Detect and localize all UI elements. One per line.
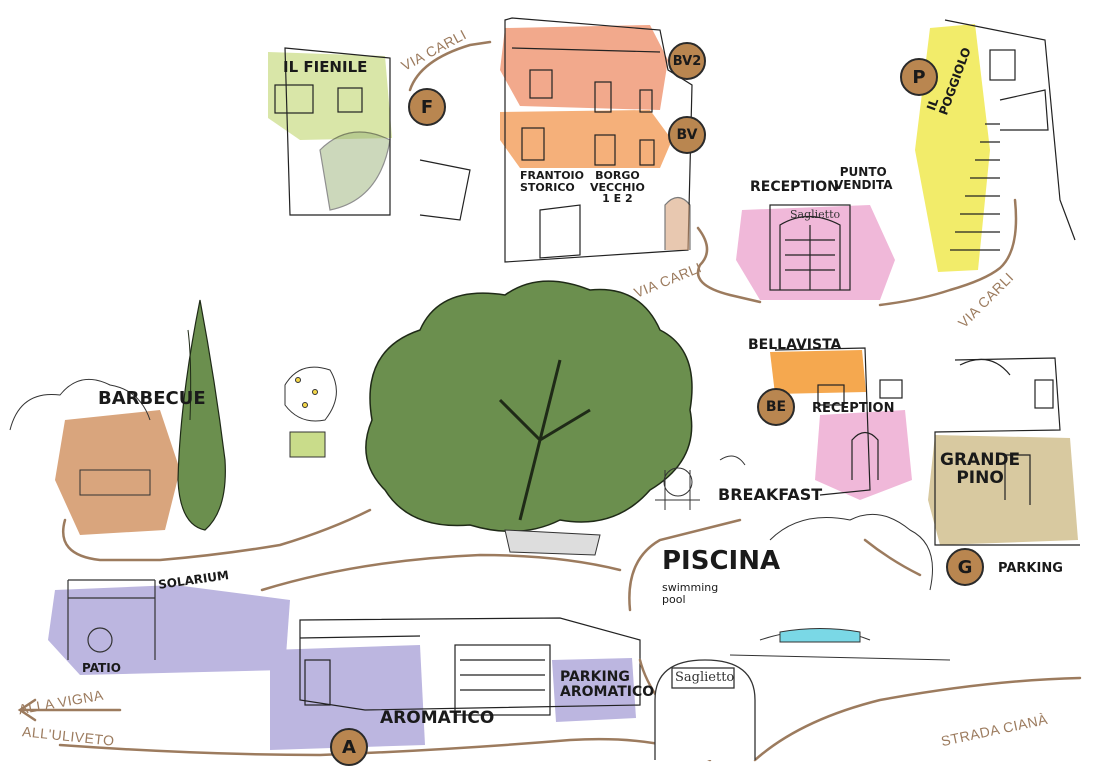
zone-aromatico — [270, 645, 425, 750]
label-aromatico: AROMATICO — [380, 708, 495, 728]
label-barbecue: BARBECUE — [98, 388, 206, 409]
great-oak-tree — [365, 280, 693, 556]
zone-grande-pino — [928, 435, 1078, 545]
label-piscina: PISCINA — [662, 546, 781, 576]
sign-saglietto-entrance: Saglietto — [675, 670, 735, 685]
piscina-garden — [729, 513, 951, 661]
badge-f[interactable]: F — [408, 88, 446, 126]
label-grande-pino: GRANDE PINO — [940, 450, 1021, 488]
zone-bellavista — [770, 350, 866, 394]
label-patio: PATIO — [82, 661, 121, 675]
label-punto-vendita: PUNTO VENDITA — [834, 165, 893, 192]
building-grande-pino — [934, 357, 1080, 546]
badge-be[interactable]: BE — [757, 388, 795, 426]
label-borgo-vecchio: BORGO VECCHIO 1 E 2 — [590, 169, 645, 206]
label-reception-top: RECEPTION — [750, 179, 839, 195]
zone-reception-mid — [815, 410, 912, 500]
paths — [17, 40, 1082, 762]
badge-bv2[interactable]: BV2 — [668, 42, 706, 80]
aromatico-building — [299, 617, 641, 716]
building-reception-top — [769, 204, 851, 291]
cypress-tree — [177, 299, 226, 531]
building-bellavista — [774, 347, 903, 496]
barbecue-shrubs — [9, 378, 151, 496]
breakfast-terrace — [655, 455, 746, 510]
label-frantoio-storico: FRANTOIO STORICO — [520, 169, 585, 194]
zone-borgo-mid — [500, 110, 672, 168]
solarium-pergola — [67, 579, 156, 660]
label-parking-aromatico: PARKING AROMATICO — [560, 669, 655, 700]
label-reception-mid: RECEPTION — [812, 401, 895, 416]
building-fienile — [274, 47, 471, 221]
zone-solarium — [48, 585, 290, 675]
zone-borgo-top — [500, 25, 668, 110]
label-bellavista: BELLAVISTA — [748, 337, 842, 353]
label-swimming-pool: swimming pool — [662, 581, 719, 606]
badge-bv[interactable]: BV — [668, 116, 706, 154]
badge-g[interactable]: G — [946, 548, 984, 586]
sign-saglietto-door: Saglietto — [790, 208, 841, 221]
zone-reception-top — [736, 205, 895, 300]
building-poggiolo — [944, 19, 1076, 251]
zone-fienile — [268, 52, 392, 140]
building-borgo-vecchio — [504, 17, 693, 263]
label-parking-g: PARKING — [998, 561, 1063, 576]
label-breakfast: BREAKFAST — [718, 485, 823, 504]
lemon-tree — [284, 366, 337, 458]
badge-a[interactable]: A — [330, 728, 368, 766]
label-il-fienile: IL FIENILE — [283, 58, 368, 76]
badge-p[interactable]: P — [900, 58, 938, 96]
zone-barbecue — [55, 410, 180, 535]
saglietto-entrance-sign — [654, 659, 756, 760]
